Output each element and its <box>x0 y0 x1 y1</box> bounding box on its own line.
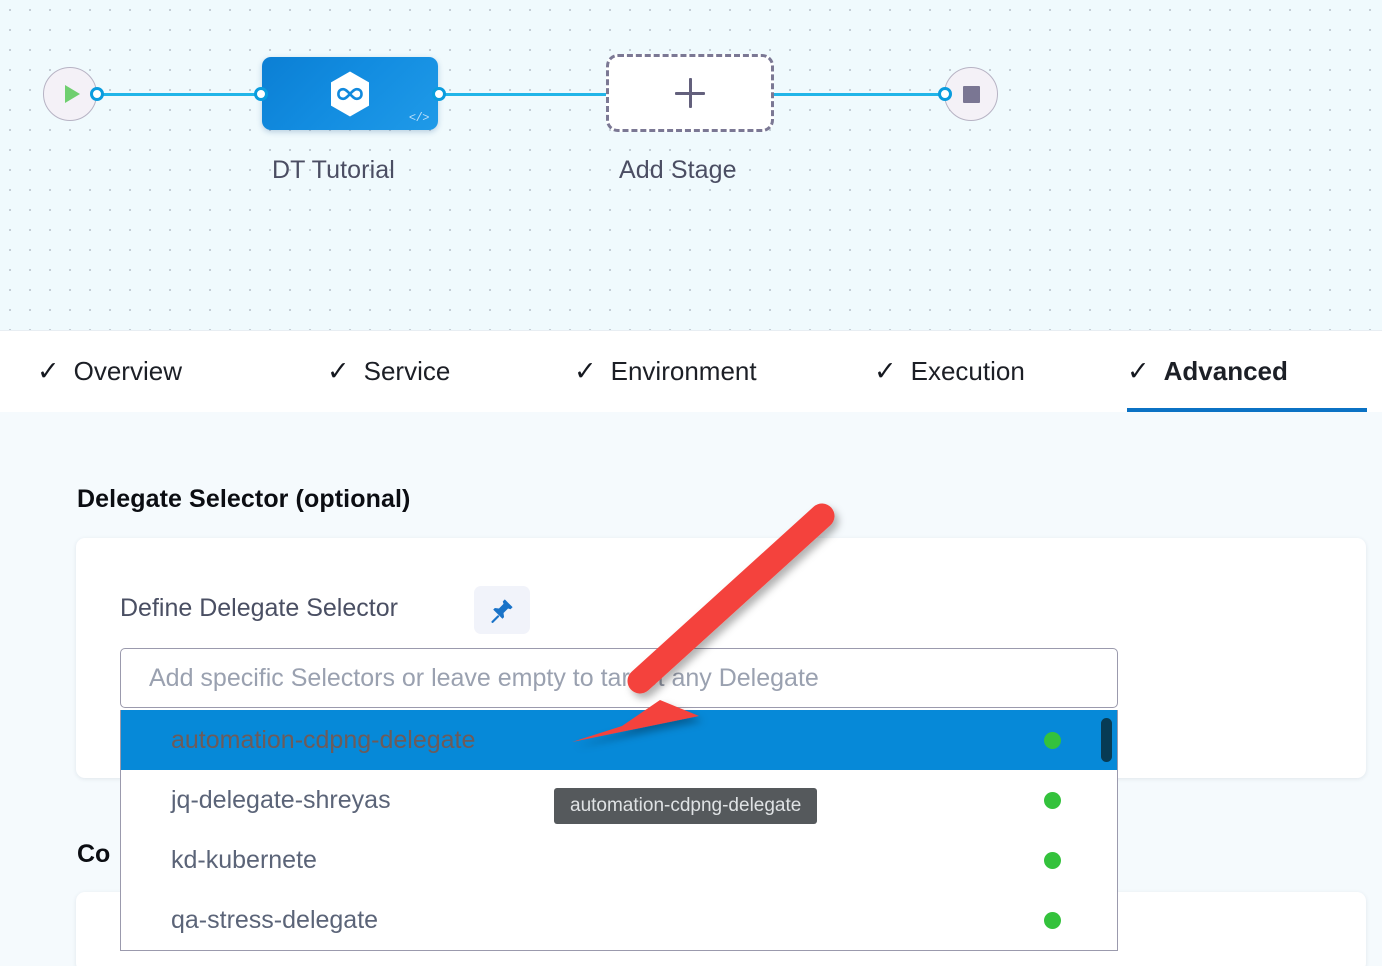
delegate-option-label: jq-delegate-shreyas <box>171 785 391 814</box>
add-stage-label: Add Stage <box>619 156 737 184</box>
tab-environment[interactable]: ✓ Environment <box>574 331 757 412</box>
delegate-option-automation-cdpng-delegate[interactable]: automation-cdpng-delegate <box>121 710 1117 770</box>
delegate-status-dot <box>1044 731 1061 749</box>
stage-node-label: DT Tutorial <box>272 156 395 184</box>
port-stage-in[interactable] <box>254 87 268 101</box>
dropdown-scrollbar-thumb[interactable] <box>1101 718 1112 762</box>
play-icon <box>64 85 80 103</box>
port-start-out[interactable] <box>90 87 104 101</box>
delegate-option-label: qa-stress-delegate <box>171 905 379 934</box>
pipeline-start-node[interactable] <box>43 67 97 121</box>
delegate-option-label: kd-kubernete <box>171 845 317 874</box>
stage-config-tabbar: ✓ Overview ✓ Service ✓ Environment ✓ Exe… <box>0 331 1382 413</box>
pipeline-stage-node[interactable]: </> <box>262 57 438 130</box>
delegate-option-qa-stress-delegate[interactable]: qa-stress-delegate <box>121 890 1117 950</box>
define-delegate-selector-label: Define Delegate Selector <box>120 594 398 622</box>
tab-advanced[interactable]: ✓ Advanced <box>1127 331 1367 412</box>
tab-advanced-label: Advanced <box>1163 356 1288 386</box>
check-icon: ✓ <box>574 356 597 386</box>
tab-overview-label: Overview <box>73 356 182 386</box>
check-icon: ✓ <box>874 356 897 386</box>
pushpin-icon <box>491 599 513 623</box>
delegate-options-dropdown[interactable]: automation-cdpng-delegate jq-delegate-sh… <box>120 710 1118 951</box>
tab-service[interactable]: ✓ Service <box>327 331 450 412</box>
delegate-selector-title: Delegate Selector (optional) <box>77 485 411 513</box>
delegate-option-tooltip: automation-cdpng-delegate <box>554 788 818 824</box>
tab-execution-label: Execution <box>910 356 1025 386</box>
tab-execution[interactable]: ✓ Execution <box>874 331 1025 412</box>
code-glyph-icon: </> <box>408 111 430 125</box>
second-section-title: Co <box>77 840 111 868</box>
delegate-status-dot <box>1044 791 1061 809</box>
pipeline-edge-stage-to-add <box>436 93 612 96</box>
port-end-in[interactable] <box>938 87 952 101</box>
delegate-option-label: automation-cdpng-delegate <box>171 725 476 754</box>
pipeline-edge-add-to-end <box>770 93 948 96</box>
delegate-selector-input[interactable] <box>120 648 1118 708</box>
delegate-option-kd-kubernete[interactable]: kd-kubernete <box>121 830 1117 890</box>
stop-icon <box>962 85 980 103</box>
plus-icon-vertical <box>688 78 692 108</box>
delegate-status-dot <box>1044 851 1061 869</box>
check-icon: ✓ <box>1127 356 1150 386</box>
pin-delegate-selector-button[interactable] <box>474 586 530 634</box>
delegate-status-dot <box>1044 911 1061 929</box>
delegate-option-jq-delegate-shreyas[interactable]: jq-delegate-shreyas <box>121 770 1117 830</box>
port-stage-out[interactable] <box>432 87 446 101</box>
dropdown-scrollbar[interactable] <box>1100 710 1116 950</box>
add-stage-node[interactable] <box>606 54 774 132</box>
check-icon: ✓ <box>327 356 350 386</box>
tab-service-label: Service <box>363 356 451 386</box>
tab-overview[interactable]: ✓ Overview <box>37 331 182 412</box>
pipeline-canvas[interactable]: </> DT Tutorial Add Stage <box>0 0 1382 331</box>
delegate-selector-combobox[interactable]: automation-cdpng-delegate jq-delegate-sh… <box>120 648 1118 951</box>
pipeline-edge-start-to-stage <box>96 93 268 96</box>
pipeline-end-node[interactable] <box>944 67 998 121</box>
check-icon: ✓ <box>37 356 60 386</box>
tab-environment-label: Environment <box>610 356 757 386</box>
harness-hexagon-icon <box>331 71 369 116</box>
